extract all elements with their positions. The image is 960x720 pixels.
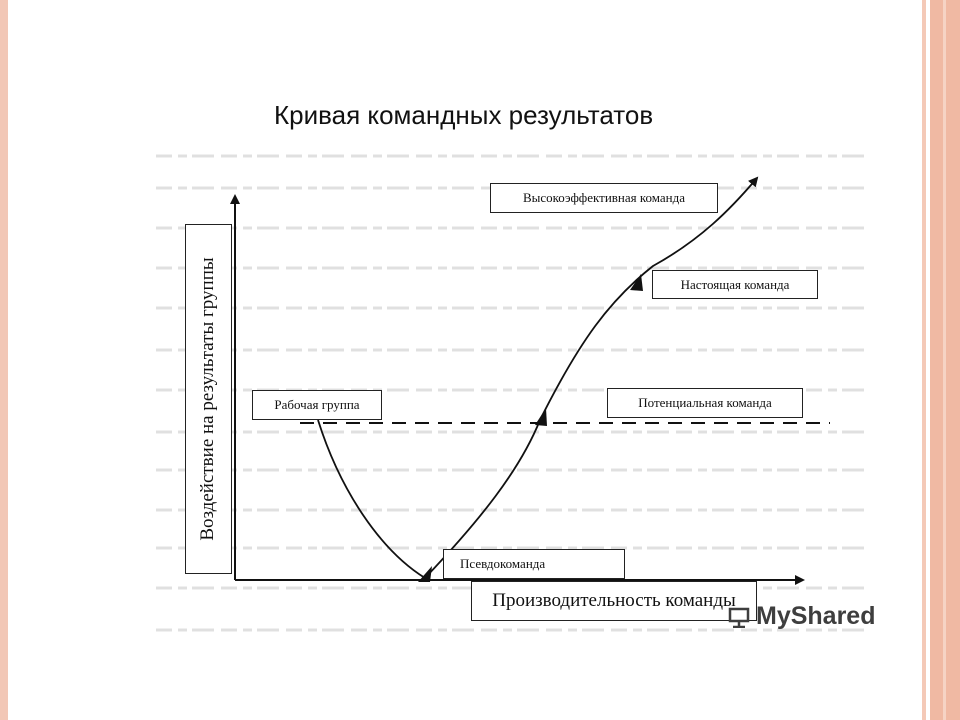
stage-real-team: Настоящая команда [652, 270, 818, 299]
watermark: MyShared [728, 602, 875, 631]
slide-left-border [0, 0, 8, 720]
performance-curve [317, 176, 759, 580]
slide-right-border-stripe [943, 0, 946, 720]
curve-arrow-potential [535, 408, 547, 426]
curve-arrow-real [630, 274, 643, 291]
y-axis-label-box: Воздействие на результаты группы [185, 224, 232, 574]
stage-potential-team: Потенциальная команда [607, 388, 803, 418]
stage-pseudo-team: Псевдокоманда [443, 549, 625, 579]
slide-right-border-thin [922, 0, 926, 720]
x-axis-label: Производительность команды [471, 581, 757, 621]
stage-high-performance-team: Высокоэффективная команда [490, 183, 718, 213]
stage-working-group: Рабочая группа [252, 390, 382, 420]
slide-title: Кривая командных результатов [274, 100, 654, 130]
curve-arrow-bottom [418, 566, 432, 582]
watermark-text: MyShared [756, 602, 876, 630]
presentation-board-icon [728, 607, 750, 628]
y-axis-label: Воздействие на результаты группы [197, 257, 218, 541]
